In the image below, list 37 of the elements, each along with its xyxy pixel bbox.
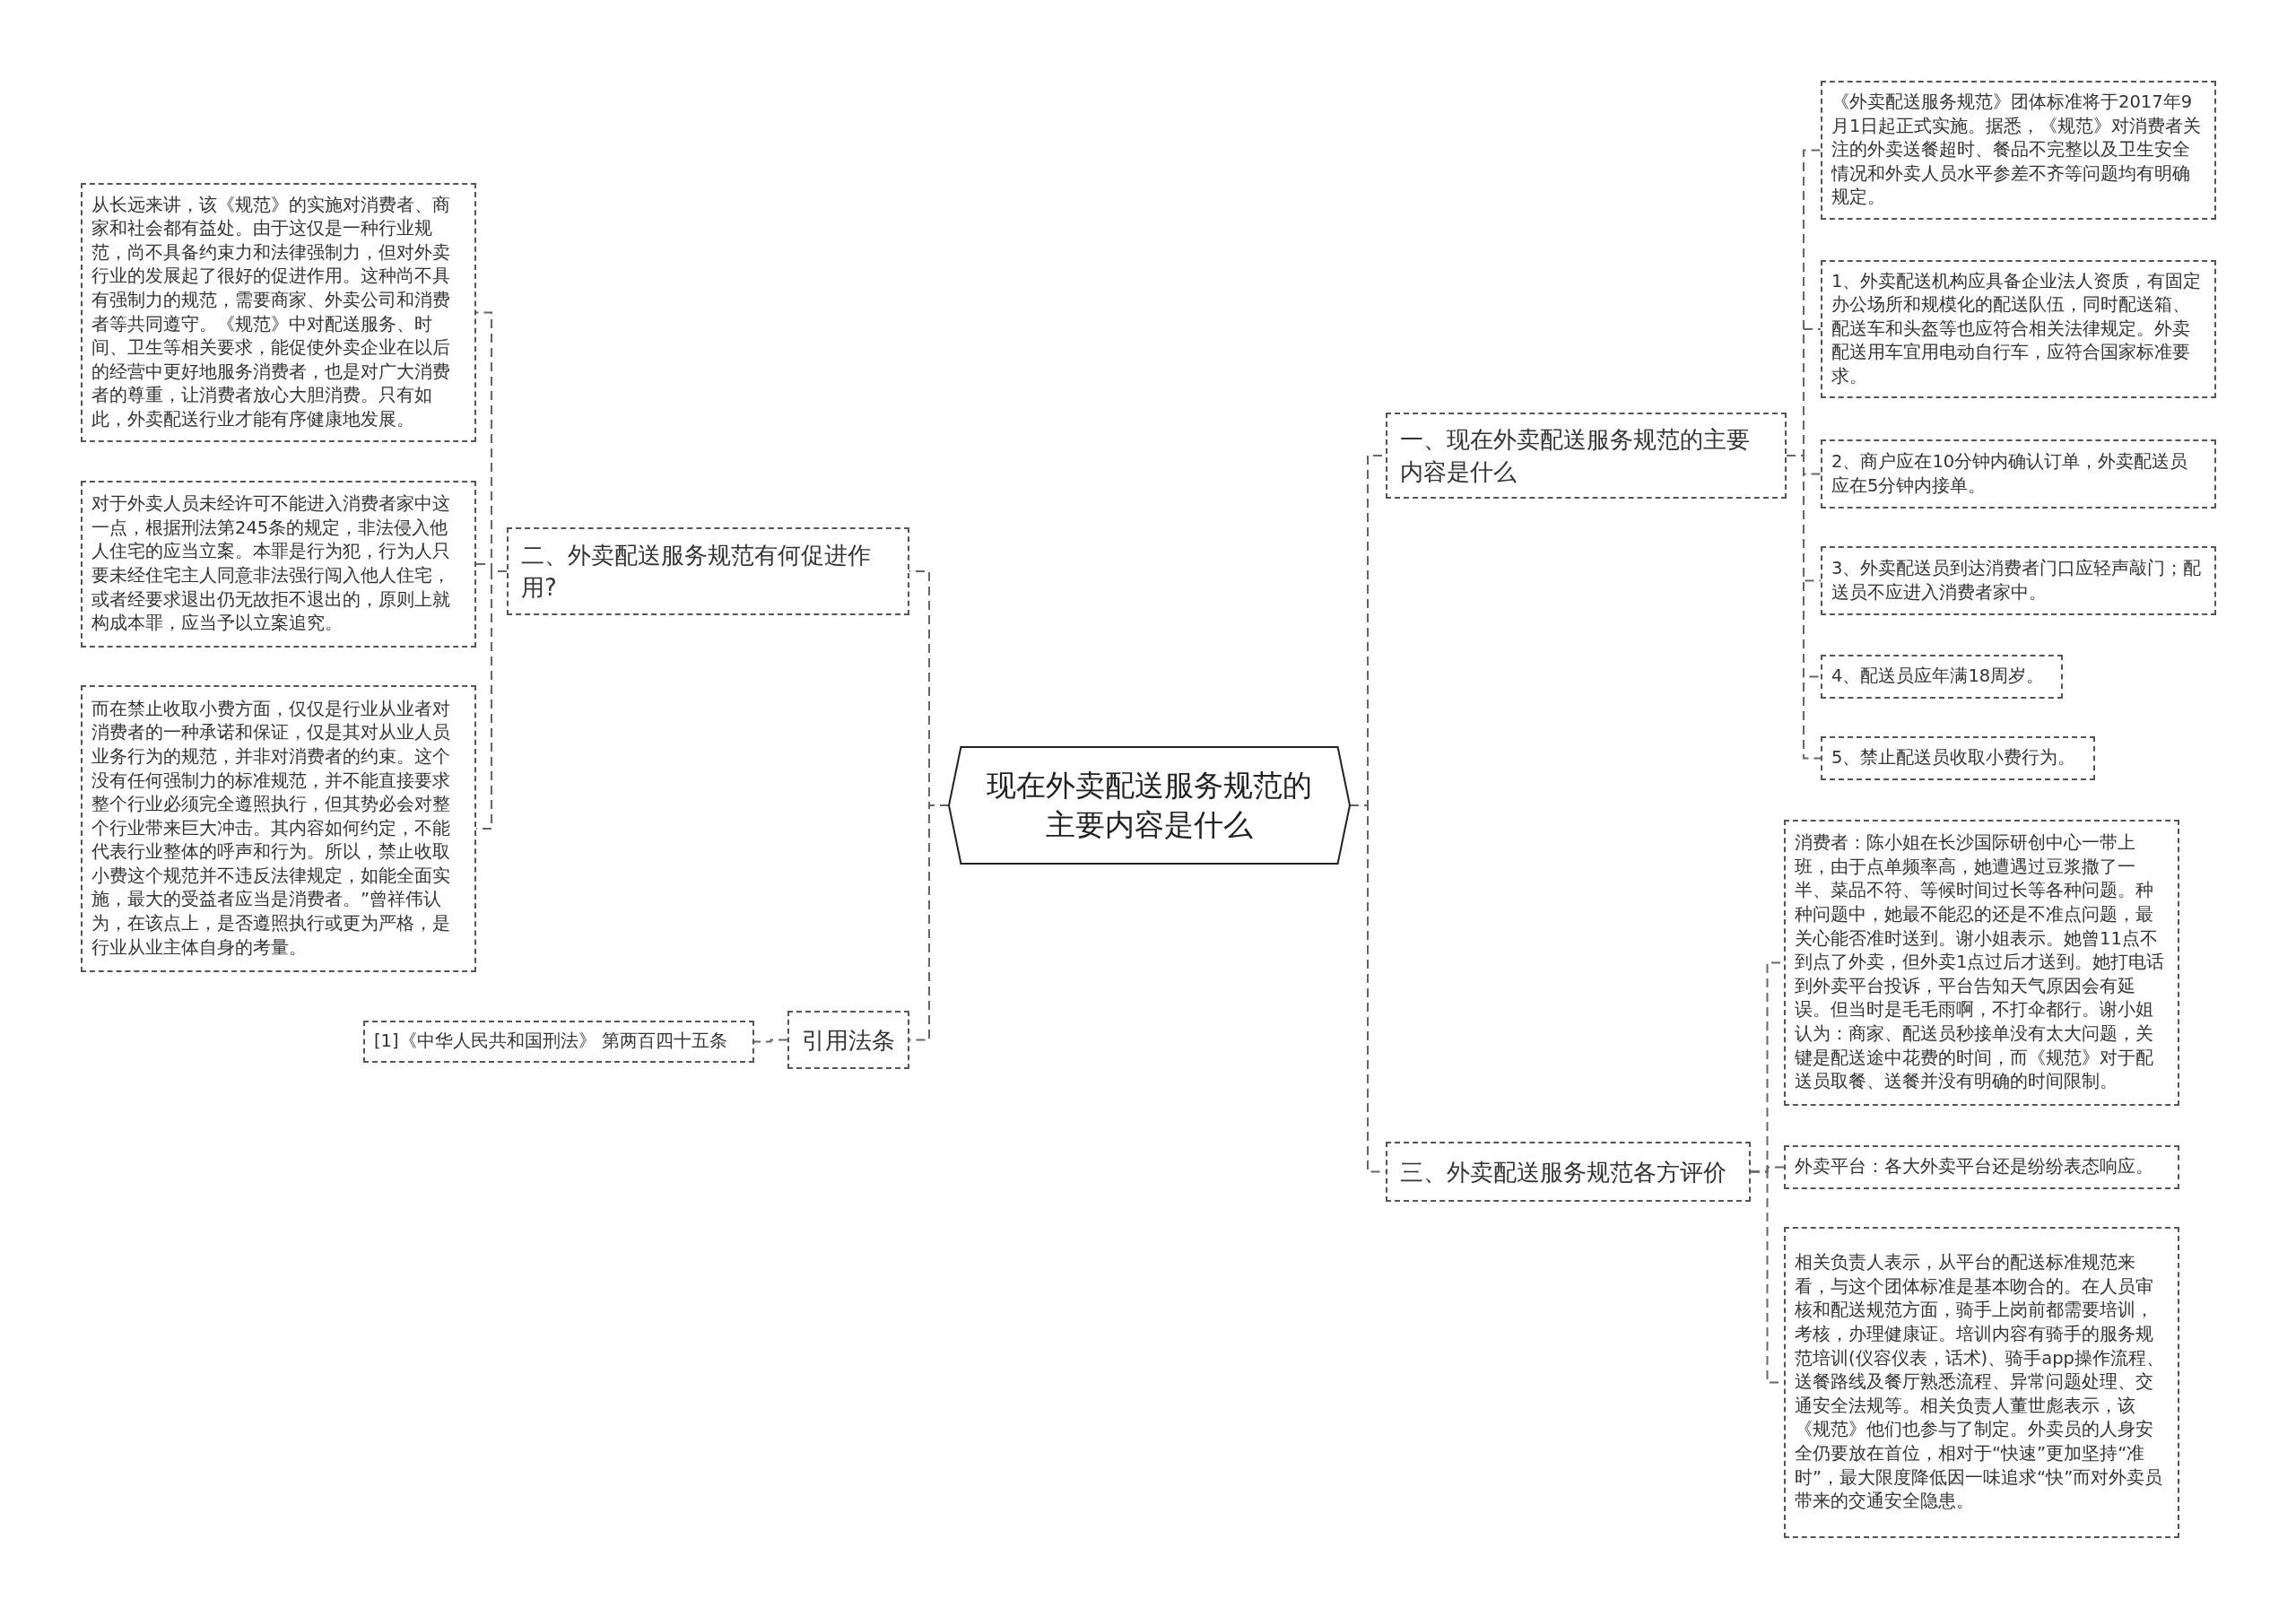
central-topic-hexagon — [949, 747, 1350, 864]
note-box — [1821, 736, 2095, 780]
note-text: 1、外卖配送机构应具备企业法人资质，有固定办公场所和规模化的配送队伍，同时配送箱、配送车和头盔等也应符合相关法律规定。外卖配送用车宜用电动自行车，应符合国家标准要求。 — [1831, 269, 2203, 388]
note-text: 2、商户应在10分钟内确认订单，外卖配送员应在5分钟内接单。 — [1831, 449, 2189, 498]
note-box — [1784, 1227, 2179, 1538]
note-text: 对于外卖人员未经许可不能进入消费者家中这一点，根据刑法第245条的规定，非法侵入他人住宅的应当立案。本罪是行为犯，行为人只要未经住宅主人同意非法强行闯入他人住宅，或者经要求退出仍无故拒不退出的，原则上就构成本罪，应当予以立案追究。 — [91, 492, 451, 636]
note-box — [1821, 81, 2216, 220]
note-box — [1821, 260, 2216, 398]
note-box — [1821, 546, 2216, 615]
note-text: 相关负责人表示，从平台的配送标准规范来看，与这个团体标准是基本吻合的。在人员审核和配送规范方面，骑手上岗前都需要培训，考核，办理健康证。培训内容有骑手的服务规范培训(仪容仪表，话术)、骑手app操作流程、送餐路线及餐厅熟悉流程、异常问题处理、交通安全法规等。相关负责人董世彪表示，该《规范》他们也参与了制定。外卖员的人身安全仍要放在首位，相对于“快速”更加坚持“准时”，最大限度降低因一味追求“快”而对外卖员带来的交通安全隐患。 — [1795, 1251, 2165, 1514]
note-text: 外卖平台：各大外卖平台还是纷纷表态响应。 — [1795, 1155, 2153, 1179]
note-text: 消费者：陈小姐在长沙国际研创中心一带上班，由于点单频率高，她遭遇过豆浆撒了一半、菜品不符、等候时间过长等各种问题。种种问题中，她最不能忍的还是不准点问题，最关心能否准时送到。谢小姐表示。她曾11点不到点了外卖，但外卖1点过后才送到。她打电话到外卖平台投诉，平台告知天气原因会有延误。但当时是毛毛雨啊，不打伞都行。谢小姐认为：商家、配送员秒接单没有太大问题，关键是配送途中花费的时间，而《规范》对于配送员取餐、送餐并没有明确的时间限制。 — [1795, 831, 2166, 1094]
note-text: 3、外卖配送员到达消费者门口应轻声敲门；配送员不应进入消费者家中。 — [1831, 556, 2203, 604]
note-text: [1]《中华人民共和国刑法》 第两百四十五条 — [374, 1030, 727, 1053]
note-text: 5、禁止配送员收取小费行为。 — [1831, 746, 2076, 770]
note-box — [81, 183, 476, 442]
branch-topic-box — [1386, 413, 1787, 499]
branch-topic-box — [1386, 1142, 1751, 1202]
branch-topic-box — [507, 527, 909, 615]
note-box — [1821, 655, 2063, 699]
note-text: 4、配送员应年满18周岁。 — [1831, 665, 2045, 689]
connector-line — [1786, 455, 1822, 760]
note-box — [1821, 439, 2216, 509]
branch-topic-box — [787, 1011, 909, 1069]
branch-topic-text: 二、外卖配送服务规范有何促进作用? — [521, 541, 872, 603]
note-box — [81, 481, 476, 648]
note-box — [1784, 1145, 2179, 1189]
branch-topic-text: 一、现在外卖配送服务规范的主要内容是什么 — [1400, 425, 1751, 487]
note-text: 《外卖配送服务规范》团体标准将于2017年9月1日起正式实施。据悉，《规范》对消费者关注的外卖送餐超时、餐品不完整以及卫生安全情况和外卖人员水平参差不齐等问题均有明确规定。 — [1831, 91, 2203, 210]
note-text: 而在禁止收取小费方面，仅仅是行业从业者对消费者的一种承诺和保证，仅是其对从业人员业务行为的规范，并非对消费者的约束。这个没有任何强制力的标准规范，并不能直接要求整个行业必须完全遵照执行，但其势必会对整个行业带来巨大冲击。其内容如何约定，不能代表行业整体的呼声和行为。所以，禁止收取小费这个规范并不违反法律规定，如能全面实施，最大的受益者应当是消费者。”曾祥伟认为，在该点上，是否遵照执行或更为严格，是行业从业主体自身的考量。 — [91, 697, 451, 960]
note-text: 从长远来讲，该《规范》的实施对消费者、商家和社会都有益处。由于这仅是一种行业规范，尚不具备约束力和法律强制力，但对外卖行业的发展起了很好的促进作用。这种尚不具有强制力的规范，需要商家、外卖公司和消费者等共同遵守。《规范》中对配送服务、时间、卫生等相关要求，能促使外卖企业在以后的经营中更好地服务消费者，也是对广大消费者的尊重，让消费者放心大胆消费。只有如此，外卖配送行业才能有序健康地发展。 — [91, 193, 451, 431]
connector-line — [753, 1039, 788, 1043]
central-topic-text: 现在外卖配送服务规范的主要内容是什么 — [986, 767, 1313, 844]
note-box — [363, 1021, 754, 1063]
branch-topic-text: 三、外卖配送服务规范各方评价 — [1400, 1157, 1726, 1187]
branch-topic-text: 引用法条 — [802, 1025, 895, 1056]
note-box — [81, 685, 476, 972]
